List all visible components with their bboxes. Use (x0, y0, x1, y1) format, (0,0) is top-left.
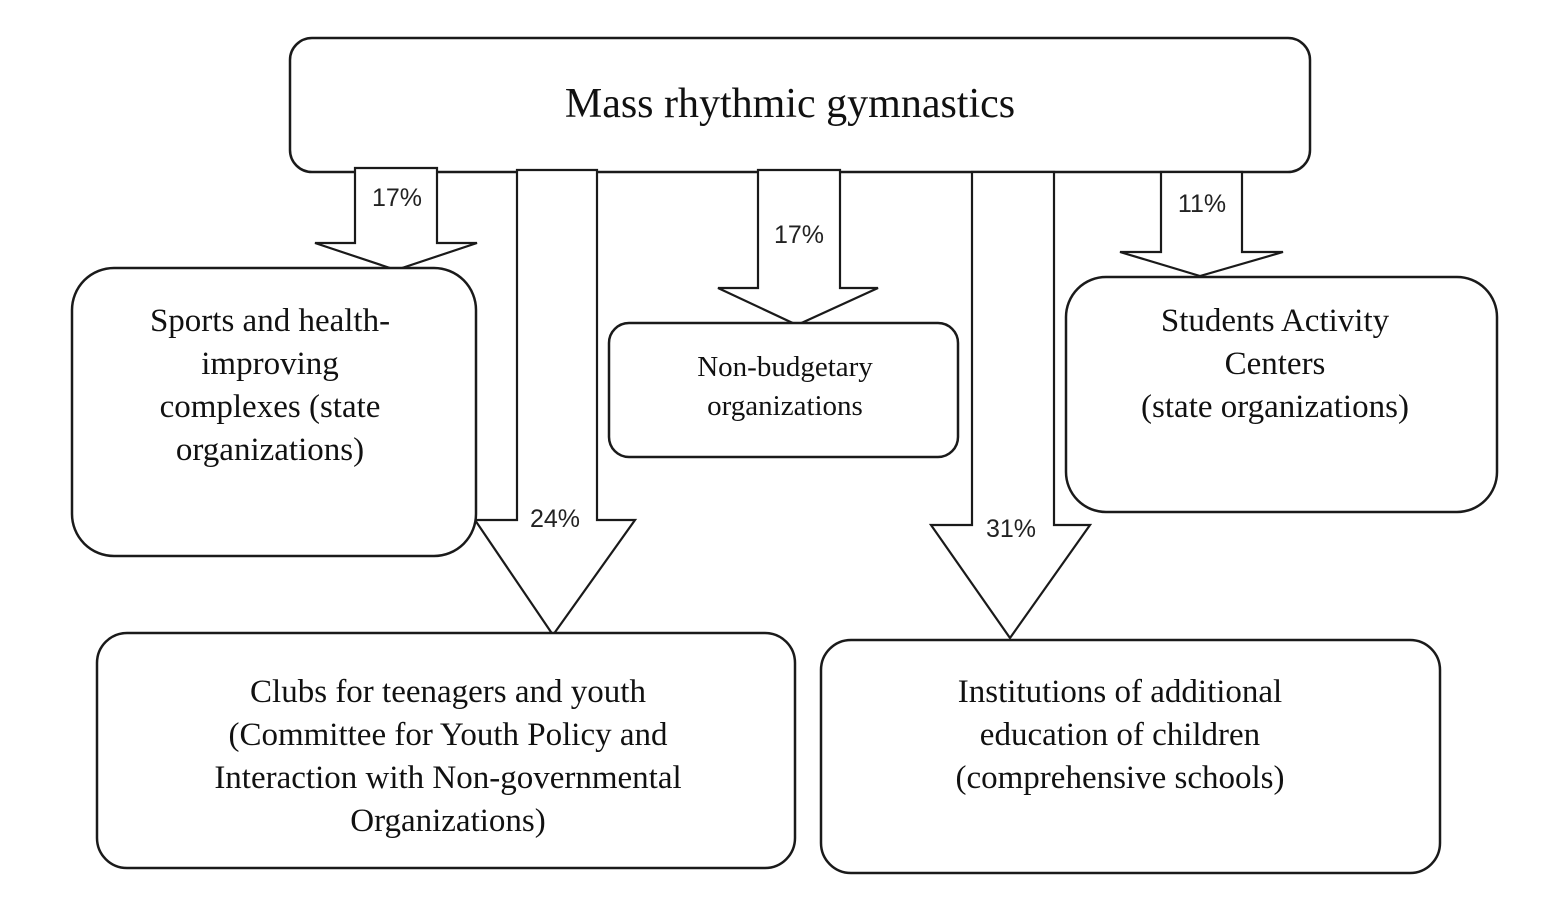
share-students: 11% (1178, 190, 1226, 218)
node-sports-line: complexes (state (160, 389, 381, 425)
node-students-line: Centers (1225, 346, 1326, 382)
node-nonbudgetary: Non-budgetary organizations (607, 321, 960, 459)
root-node: Mass rhythmic gymnastics (288, 36, 1312, 174)
node-sports: Sports and health- improving complexes (… (70, 266, 478, 558)
node-sports-line: improving (201, 346, 339, 382)
share-sports: 17% (372, 184, 422, 212)
node-sports-line: Sports and health- (150, 303, 390, 339)
node-clubs-line: Interaction with Non-governmental (214, 760, 681, 796)
node-institutions-line: (comprehensive schools) (956, 760, 1285, 796)
arrow-sports (314, 166, 478, 272)
node-clubs-line: Clubs for teenagers and youth (250, 674, 646, 710)
node-nonbudgetary-line: organizations (707, 390, 863, 422)
arrow-clubs (472, 168, 638, 637)
node-nonbudgetary-line: Non-budgetary (697, 351, 873, 383)
node-students-line: (state organizations) (1141, 389, 1409, 425)
root-label: Mass rhythmic gymnastics (565, 81, 1015, 127)
arrow-nonbudgetary (717, 168, 879, 327)
node-sports-line: organizations) (176, 432, 364, 468)
node-institutions-line: Institutions of additional (958, 674, 1282, 710)
node-clubs-line: (Committee for Youth Policy and (228, 717, 668, 753)
node-clubs-line: Organizations) (350, 803, 546, 839)
node-institutions-line: education of children (980, 717, 1260, 753)
share-clubs: 24% (530, 505, 580, 533)
share-institutions: 31% (986, 515, 1036, 543)
node-students: Students Activity Centers (state organiz… (1064, 275, 1499, 514)
arrow-institutions (928, 170, 1093, 640)
share-nonbudgetary: 17% (774, 221, 824, 249)
node-institutions: Institutions of additional education of … (819, 638, 1442, 875)
node-students-line: Students Activity (1161, 303, 1390, 339)
arrow-students (1119, 170, 1284, 278)
node-clubs: Clubs for teenagers and youth (Committee… (95, 631, 797, 870)
